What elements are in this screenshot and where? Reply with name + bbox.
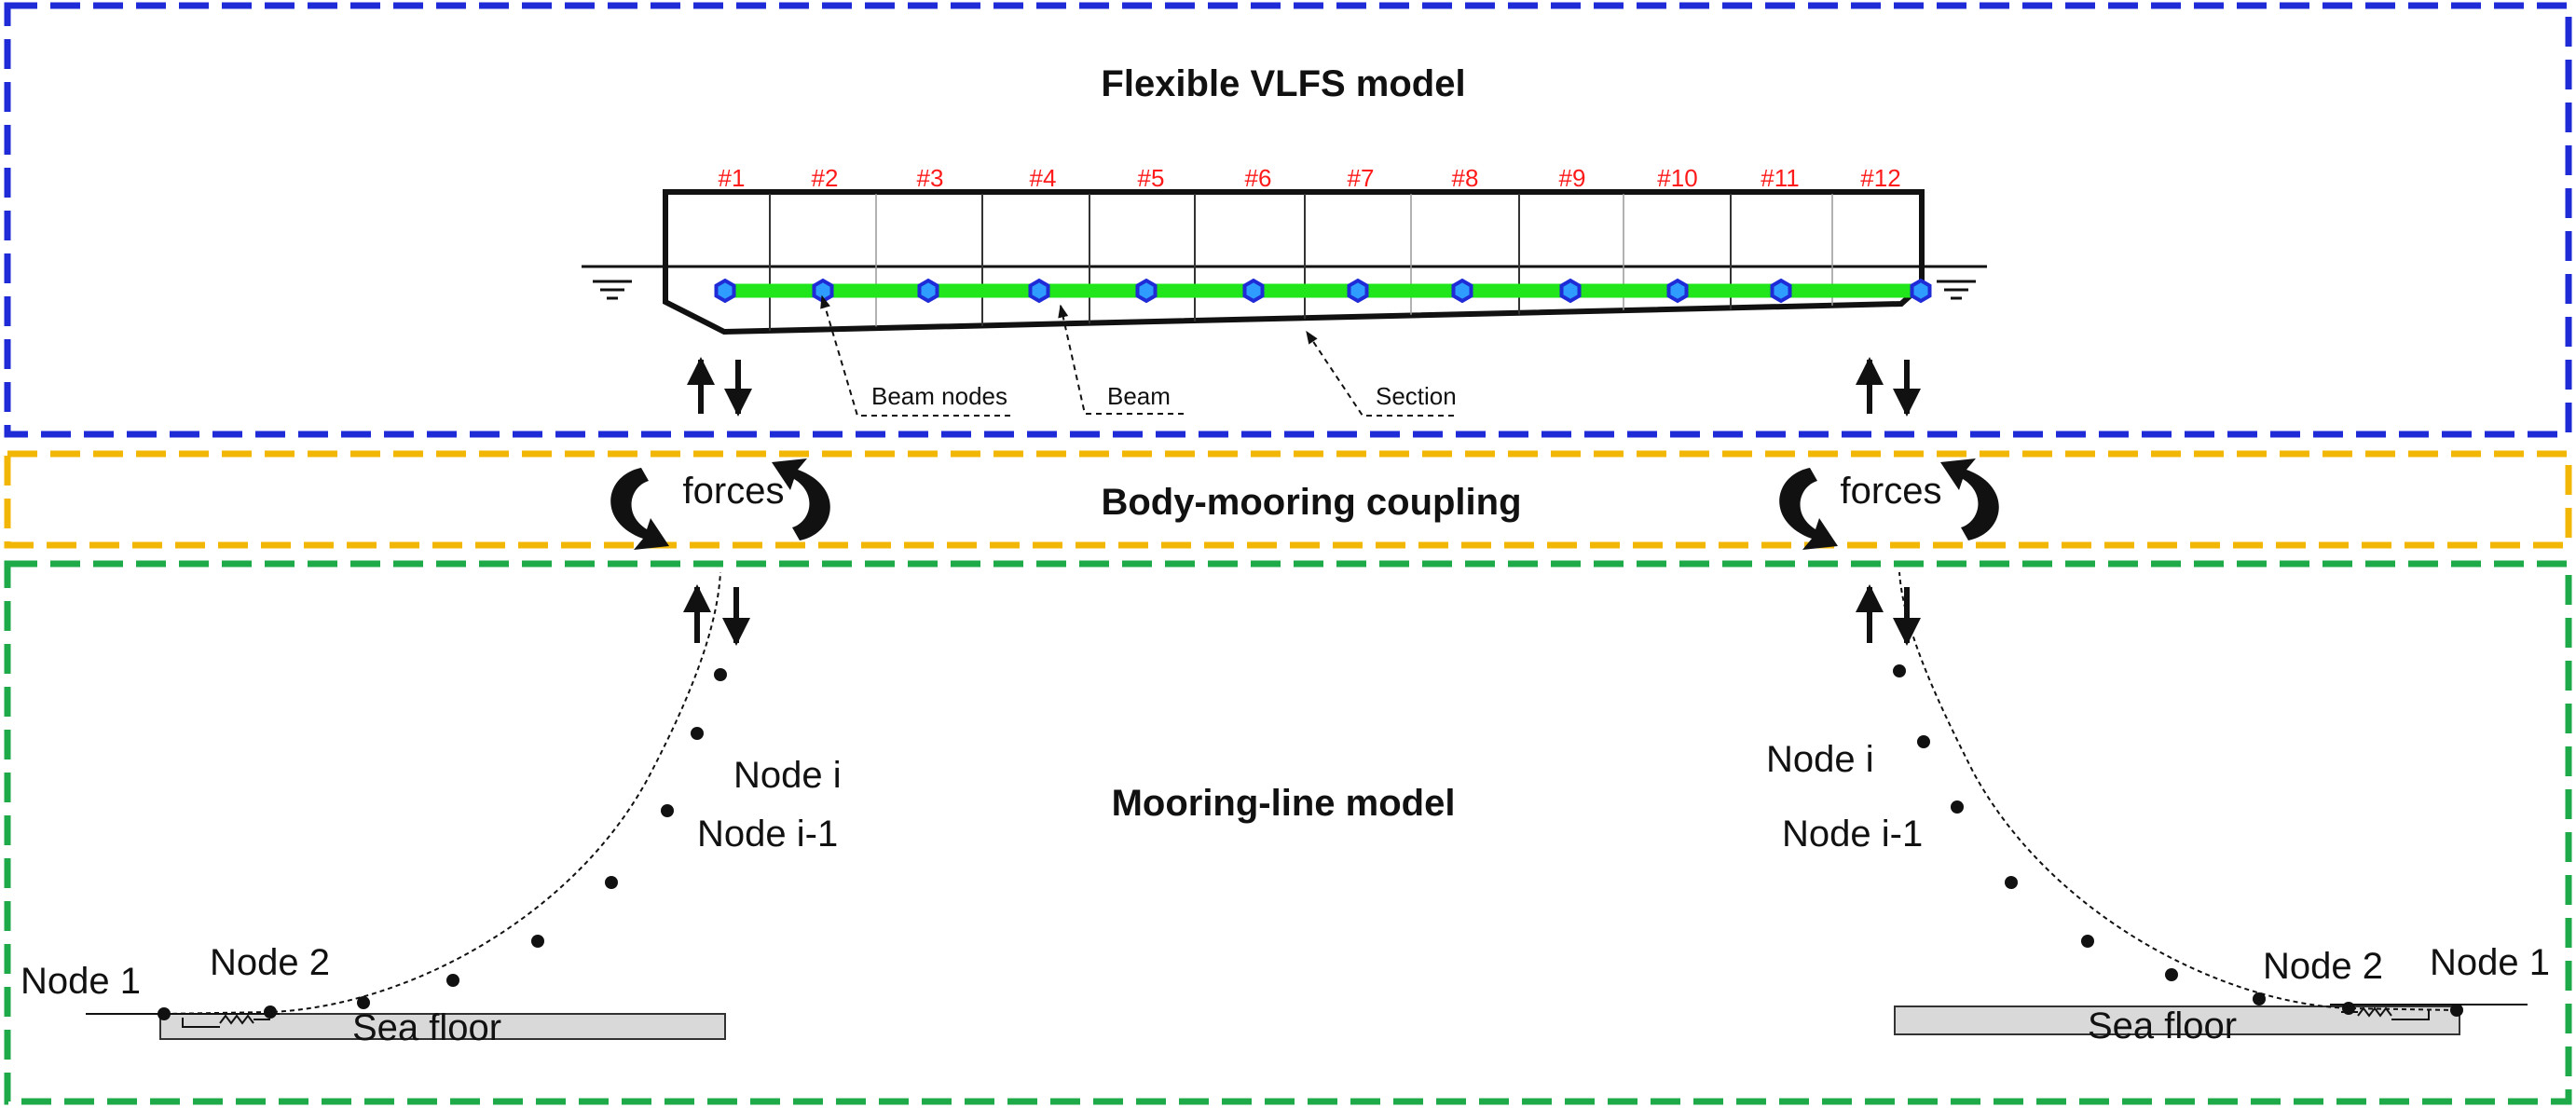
- beam-leader: [1058, 304, 1184, 415]
- beam-node: [1451, 278, 1473, 304]
- water-level-symbol-right: [1937, 280, 1976, 300]
- right-node-i: Node i: [1766, 739, 1874, 780]
- right-node-2: Node 2: [2263, 946, 2383, 987]
- beam-node: [1666, 278, 1689, 304]
- updown-arrows-bottom-right: [1856, 584, 1921, 646]
- section-number-label: #4: [1030, 164, 1057, 192]
- beam-node: [812, 278, 834, 304]
- beam-nodes-label: Beam nodes: [871, 382, 1007, 410]
- mooring-title: Mooring-line model: [1112, 783, 1456, 824]
- beam-nodes-leader: [820, 294, 1010, 417]
- section-number-label: #7: [1348, 164, 1375, 192]
- section-label: Section: [1376, 382, 1457, 410]
- right-sea-floor-label: Sea floor: [2088, 1005, 2237, 1046]
- updown-arrows-top-right: [1856, 357, 1921, 417]
- forces-cycle-left: [610, 458, 830, 550]
- section-number-label: #10: [1657, 164, 1697, 192]
- forces-label-left: forces: [683, 471, 785, 512]
- mooring-line-left: [163, 571, 721, 1015]
- mooring-nodes-right: [1893, 664, 2463, 1017]
- sea-floor-left: [159, 1013, 726, 1040]
- anchor-spring-left: [182, 1014, 270, 1028]
- section-number-label: #8: [1452, 164, 1479, 192]
- section-dividers: [769, 194, 1833, 331]
- section-number-label: #11: [1761, 164, 1799, 192]
- section-number-label: #5: [1138, 164, 1165, 192]
- beam-label: Beam: [1107, 382, 1171, 410]
- beam-node: [1347, 278, 1369, 304]
- section-number-label: #9: [1559, 164, 1586, 192]
- forces-cycle-right: [1779, 458, 1999, 550]
- coupling-region-box: [4, 450, 2572, 549]
- left-node-1: Node 1: [21, 961, 141, 1002]
- vlfs-hull: [663, 189, 1925, 335]
- beam-node: [1559, 278, 1582, 304]
- right-node-i-minus-1: Node i-1: [1782, 814, 1923, 855]
- beam-node: [1028, 278, 1050, 304]
- section-number-label: #2: [812, 164, 839, 192]
- right-node-1: Node 1: [2430, 942, 2550, 983]
- section-labels: #1 #2 #3 #4 #5 #6 #7 #8 #9 #10 #11 #12: [719, 164, 1901, 192]
- updown-arrows-top-left: [687, 357, 752, 417]
- beam-node: [1242, 278, 1265, 304]
- mooring-region-box: [4, 560, 2572, 1105]
- beam-node: [1135, 278, 1158, 304]
- mooring-line-right: [1898, 571, 2458, 1011]
- mooring-nodes-left: [158, 668, 727, 1020]
- left-node-i: Node i: [733, 755, 842, 796]
- beam-node: [1910, 278, 1932, 304]
- left-node-i-minus-1: Node i-1: [697, 814, 838, 855]
- section-number-label: #6: [1245, 164, 1272, 192]
- forces-label-right: forces: [1841, 471, 1942, 512]
- beam-node: [1770, 278, 1792, 304]
- section-number-label: #12: [1860, 164, 1900, 192]
- coupling-title: Body-mooring coupling: [1101, 482, 1521, 523]
- left-node-2: Node 2: [210, 942, 330, 983]
- beam-node: [917, 278, 939, 304]
- water-level-symbol-left: [593, 280, 632, 300]
- section-number-label: #1: [719, 164, 746, 192]
- vlfs-region-box: [4, 2, 2572, 438]
- vlfs-title: Flexible VLFS model: [1101, 63, 1465, 104]
- section-leader: [1306, 330, 1454, 417]
- beam-nodes: [714, 278, 1932, 304]
- left-sea-floor-label: Sea floor: [352, 1007, 501, 1048]
- section-number-label: #3: [917, 164, 944, 192]
- beam-node: [714, 278, 736, 304]
- updown-arrows-bottom-left: [683, 584, 750, 646]
